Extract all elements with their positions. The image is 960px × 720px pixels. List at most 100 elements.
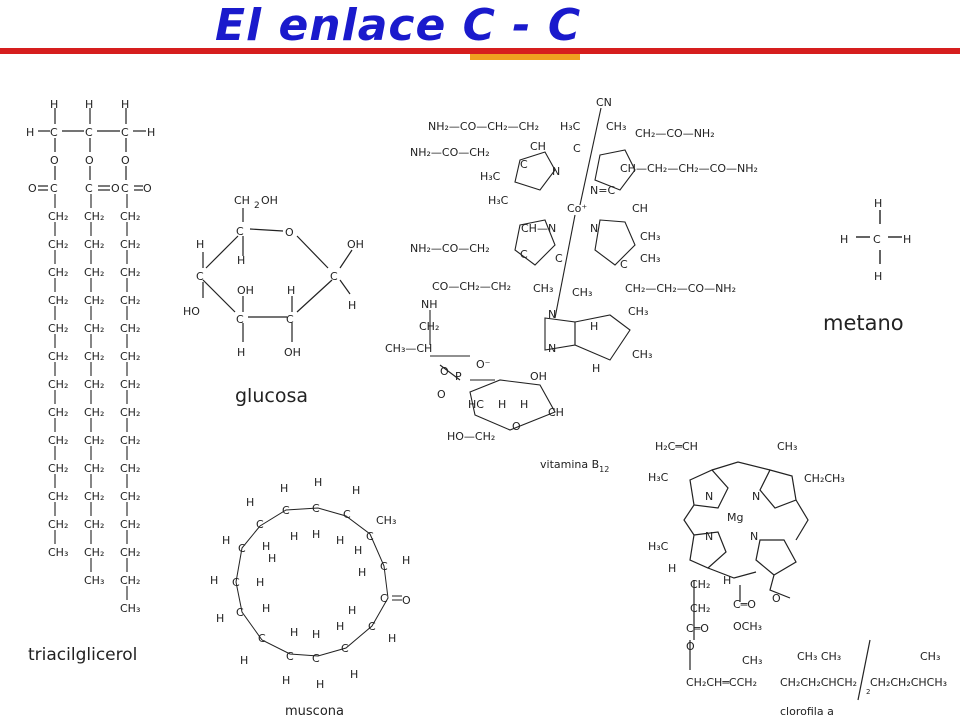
chain-unit: CH₂ [84, 294, 104, 307]
chain-unit: CH₂ [48, 462, 68, 475]
muscona-structure [235, 507, 402, 657]
svg-text:H: H [147, 126, 155, 139]
svg-text:OCH₃: OCH₃ [733, 620, 762, 633]
chain-unit: CH₂ [84, 322, 104, 335]
label-vitamina-b12-text: vitamina B [540, 458, 599, 471]
svg-text:P: P [455, 370, 462, 383]
svg-text:H₃C: H₃C [560, 120, 581, 133]
svg-text:H: H [262, 602, 270, 615]
svg-text:N: N [548, 342, 556, 355]
svg-text:H: H [282, 674, 290, 687]
chain-unit: CH₃ [120, 602, 140, 615]
glucosa-structure [202, 208, 353, 342]
svg-text:CH₃: CH₃ [632, 348, 652, 361]
chain-unit: CH₂ [84, 378, 104, 391]
svg-text:H: H [280, 482, 288, 495]
svg-text:C: C [520, 158, 528, 171]
svg-text:H: H [85, 98, 93, 111]
svg-text:C═O: C═O [733, 598, 756, 611]
svg-text:OH: OH [237, 284, 254, 297]
svg-text:N: N [750, 530, 758, 543]
svg-text:H: H [246, 496, 254, 509]
svg-text:H₃C: H₃C [648, 540, 669, 553]
svg-text:H: H [354, 544, 362, 557]
chain-unit: CH₂ [120, 490, 140, 503]
svg-text:CN: CN [596, 96, 612, 109]
svg-text:H: H [26, 126, 34, 139]
svg-text:NH₂—CO—CH₂: NH₂—CO—CH₂ [410, 242, 490, 255]
svg-text:CH: CH [548, 406, 564, 419]
svg-text:CH: CH [530, 140, 546, 153]
svg-text:CH₃: CH₃ [742, 654, 762, 667]
chain-unit: CH₂ [84, 350, 104, 363]
svg-text:H: H [840, 233, 848, 246]
svg-text:H₂C═CH: H₂C═CH [655, 440, 698, 453]
svg-text:H: H [592, 362, 600, 375]
chain-unit: CH₂ [120, 518, 140, 531]
chain-unit: CH₂ [84, 546, 104, 559]
svg-text:H: H [520, 398, 528, 411]
svg-text:O: O [285, 226, 294, 239]
svg-text:N: N [705, 530, 713, 543]
svg-text:CH₃: CH₃ [606, 120, 626, 133]
svg-text:C: C [286, 650, 294, 663]
svg-text:CH₃—CH: CH₃—CH [385, 342, 432, 355]
chain-unit: CH₂ [120, 434, 140, 447]
svg-text:O: O [28, 182, 37, 195]
svg-text:O: O [143, 182, 152, 195]
svg-text:N=C: N=C [590, 184, 615, 197]
chain-unit: CH₂ [120, 406, 140, 419]
chain-unit: CH₂ [120, 210, 140, 223]
svg-text:H: H [314, 476, 322, 489]
chain-unit: CH₂ [120, 350, 140, 363]
svg-text:CH₃ CH₃: CH₃ CH₃ [797, 650, 841, 663]
svg-text:C: C [121, 126, 129, 139]
svg-text:CH—N: CH—N [521, 222, 556, 235]
svg-text:H: H [402, 554, 410, 567]
svg-text:H: H [50, 98, 58, 111]
svg-text:N: N [705, 490, 713, 503]
svg-text:CO—CH₂—CH₂: CO—CH₂—CH₂ [432, 280, 511, 293]
svg-text:CH₂—CO—NH₂: CH₂—CO—NH₂ [635, 127, 715, 140]
svg-text:OH: OH [284, 346, 301, 359]
svg-text:C: C [236, 313, 244, 326]
svg-text:H: H [874, 270, 882, 283]
label-clorofila: clorofila a [780, 705, 834, 718]
svg-text:HC: HC [468, 398, 484, 411]
svg-text:C: C [236, 225, 244, 238]
svg-text:H₃C: H₃C [480, 170, 501, 183]
svg-text:H: H [287, 284, 295, 297]
svg-text:CH₂: CH₂ [419, 320, 439, 333]
chain-unit: CH₂ [84, 462, 104, 475]
chain-unit: CH₂ [120, 462, 140, 475]
svg-text:H: H [348, 604, 356, 617]
svg-text:O: O [402, 594, 411, 607]
svg-text:H: H [348, 299, 356, 312]
svg-text:CH: CH [632, 202, 648, 215]
svg-text:O: O [686, 640, 695, 653]
svg-text:H: H [388, 632, 396, 645]
svg-text:CH₂CH₃: CH₂CH₃ [804, 472, 845, 485]
svg-text:CH₃: CH₃ [572, 286, 592, 299]
svg-text:C: C [873, 233, 881, 246]
svg-text:H: H [268, 552, 276, 565]
svg-text:O: O [772, 592, 781, 605]
svg-text:CH₂CH₂CHCH₃: CH₂CH₂CHCH₃ [870, 676, 947, 689]
svg-text:H: H [222, 534, 230, 547]
triacilglicerol-structure [38, 108, 146, 191]
svg-text:C: C [380, 592, 388, 605]
svg-text:CH₃: CH₃ [640, 230, 660, 243]
triacilglicerol-chains: CH₂ CH₂ CH₂ CH₂ CH₂ CH₂ CH₂ CH₂ CH₂ CH₂ CH₂ CH₂ CH₃ C… [48, 194, 140, 615]
chain-unit: CH₂ [84, 434, 104, 447]
svg-text:C: C [50, 126, 58, 139]
chain-unit: CH₂ [120, 322, 140, 335]
svg-text:CH₃: CH₃ [376, 514, 396, 527]
label-triacilglicerol: triacilglicerol [28, 645, 137, 665]
chain-unit: CH₂ [84, 238, 104, 251]
svg-text:C: C [341, 642, 349, 655]
svg-text:CH₃: CH₃ [640, 252, 660, 265]
